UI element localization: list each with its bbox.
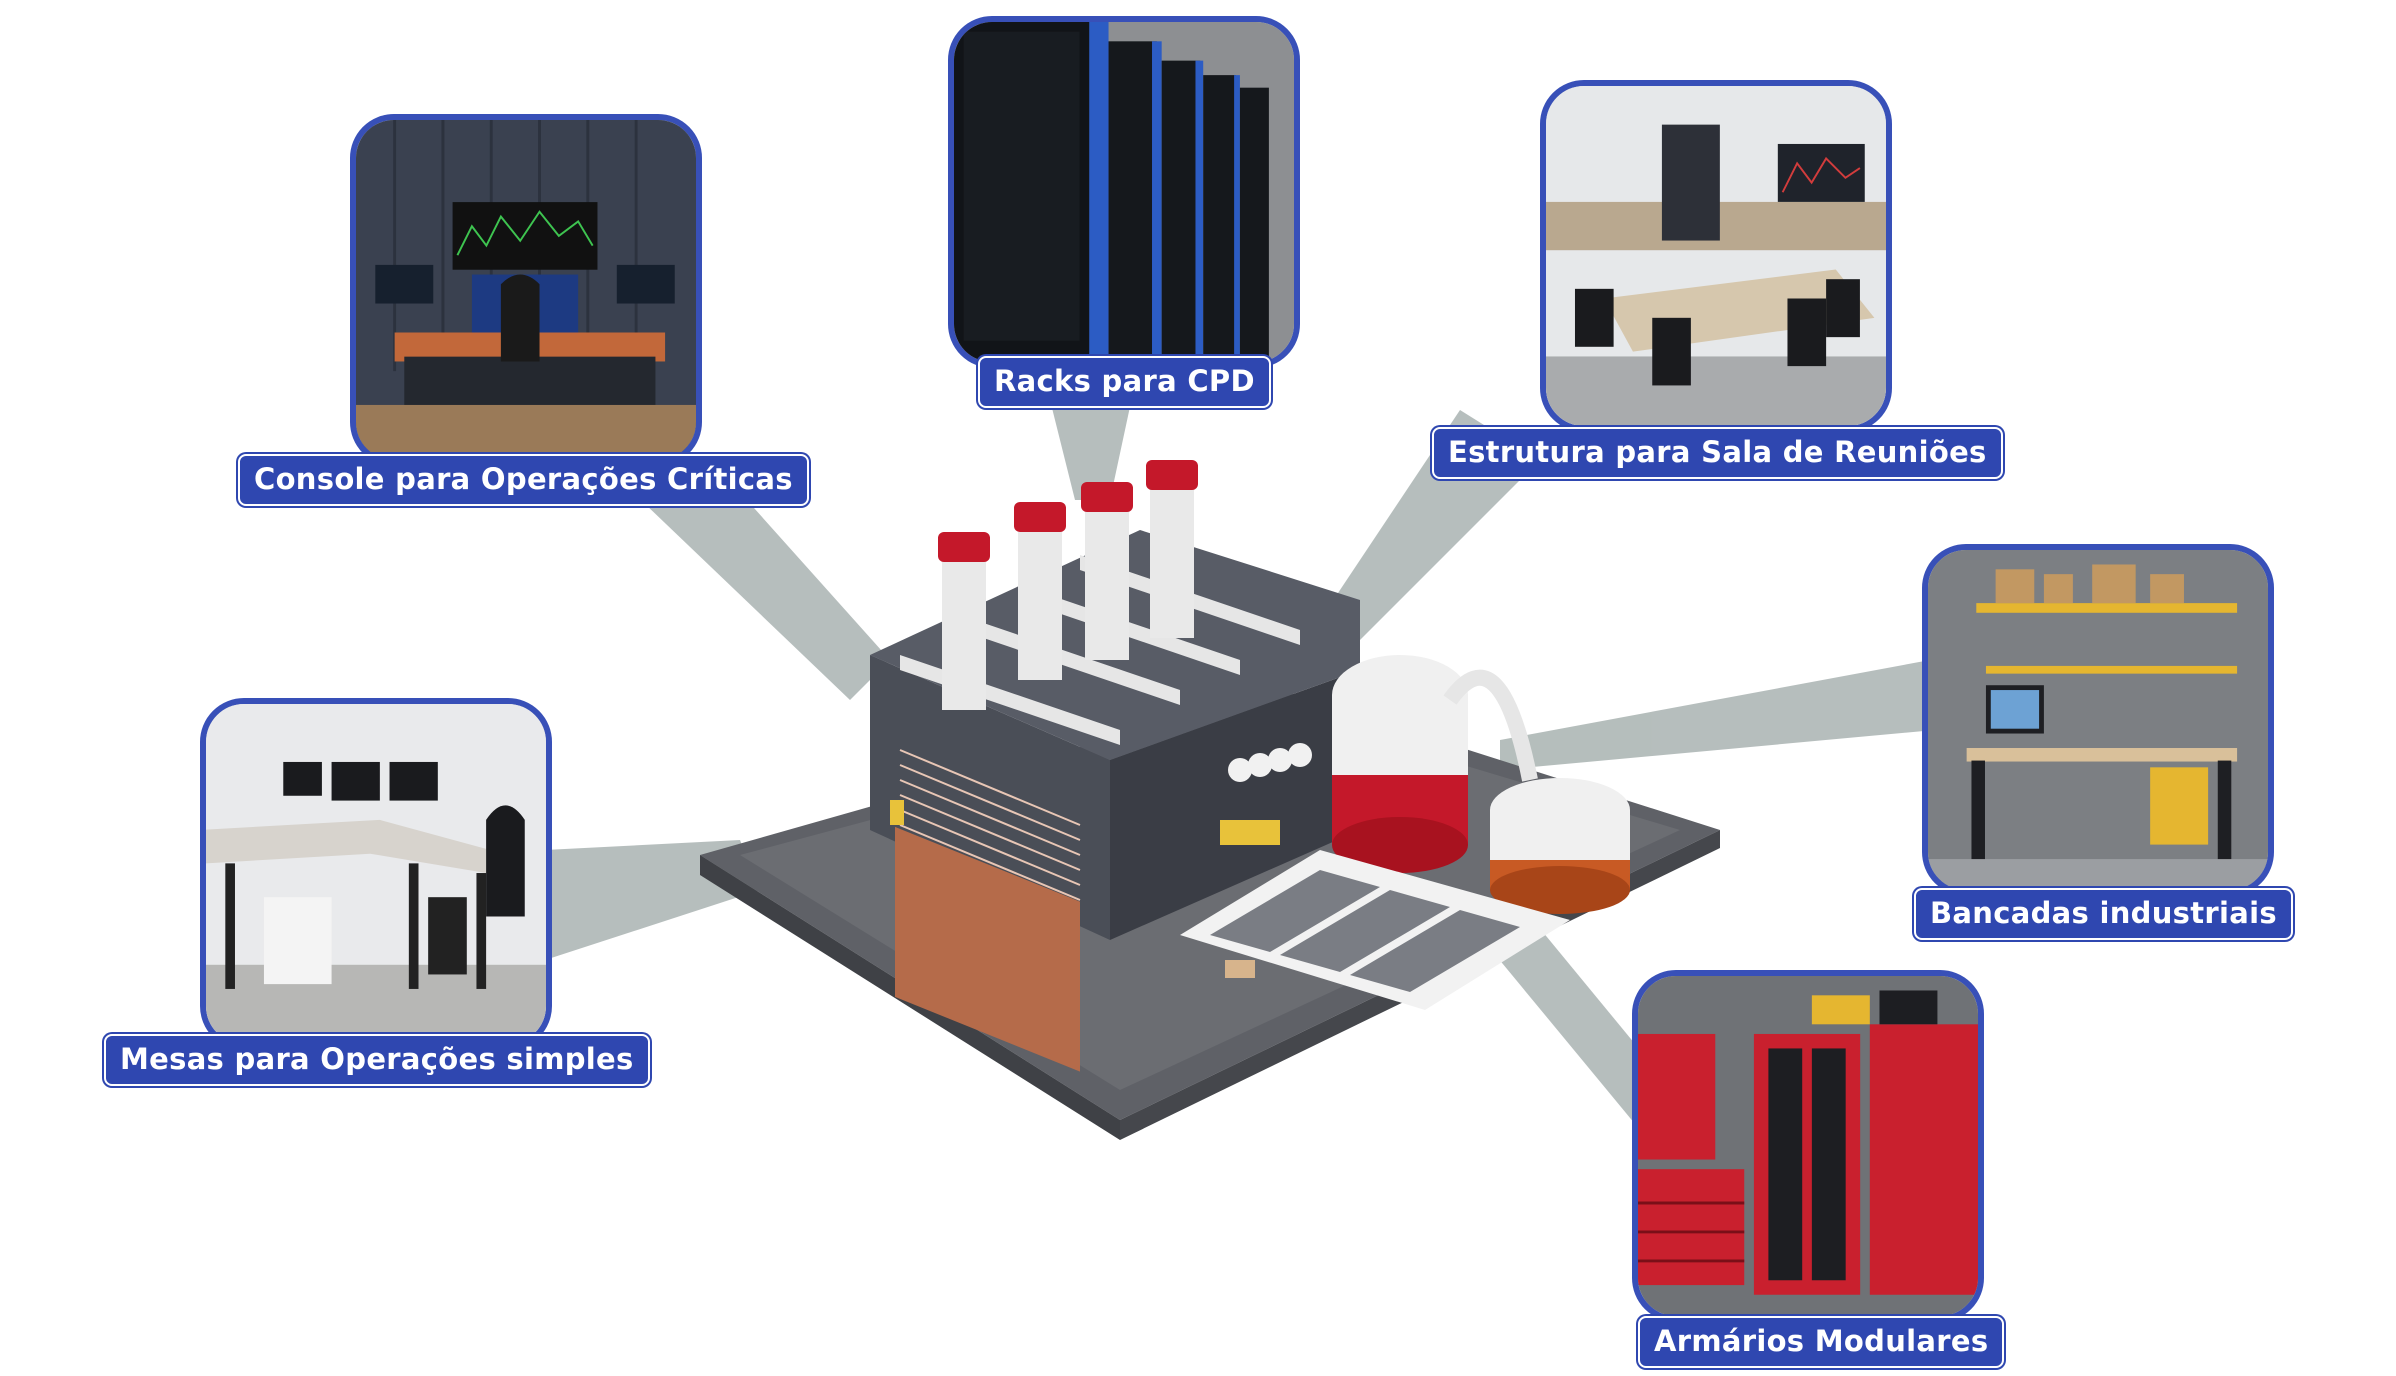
racks-photo (954, 22, 1294, 362)
card-tables (200, 698, 552, 1050)
meeting-photo (1546, 86, 1886, 426)
card-meeting (1540, 80, 1892, 432)
card-racks (948, 16, 1300, 368)
label-tables: Mesas para Operações simples (104, 1034, 650, 1086)
label-console: Console para Operações Críticas (238, 454, 809, 506)
benches-photo (1928, 550, 2268, 890)
card-cabinets (1632, 970, 1984, 1322)
label-benches: Bancadas industriais (1914, 888, 2293, 940)
factory-illustration (700, 460, 1720, 1140)
tables-photo (206, 704, 546, 1044)
beam-benches (1500, 660, 1935, 770)
label-racks: Racks para CPD (978, 356, 1271, 408)
card-benches (1922, 544, 2274, 896)
console-photo (356, 120, 696, 460)
card-console (350, 114, 702, 466)
beam-console (620, 470, 890, 700)
label-cabinets: Armários Modulares (1638, 1316, 2005, 1368)
cabinets-photo (1638, 976, 1978, 1316)
label-meeting: Estrutura para Sala de Reuniões (1432, 427, 2003, 479)
